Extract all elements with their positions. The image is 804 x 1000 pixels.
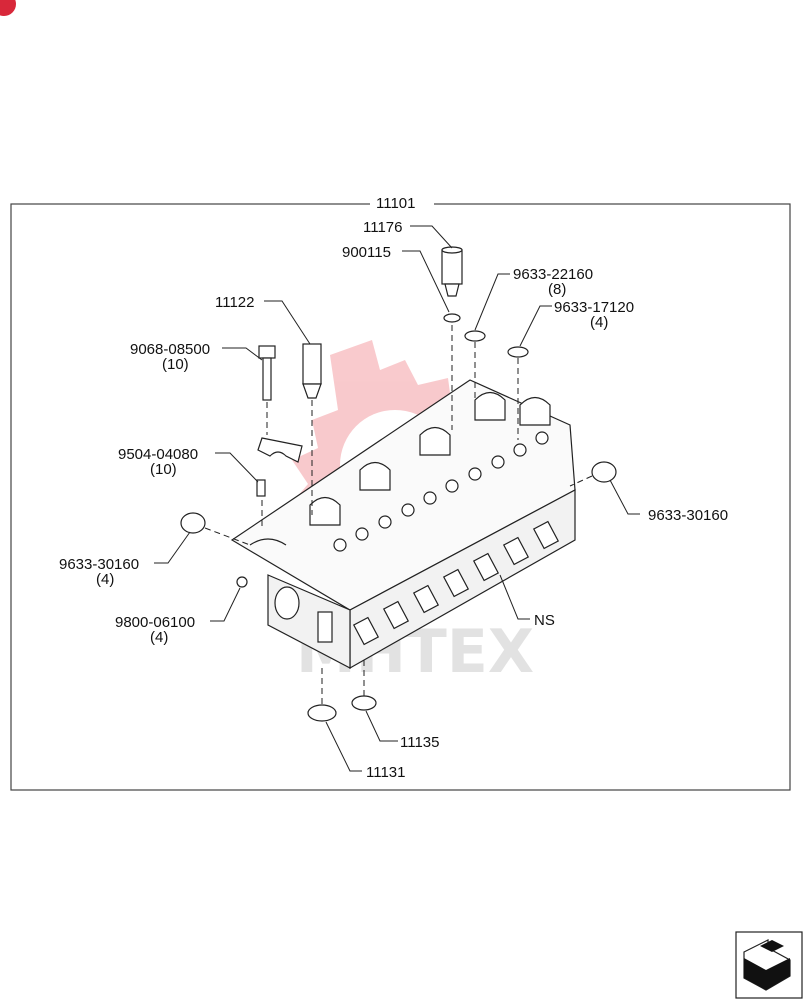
part-bolt — [258, 345, 276, 401]
part-plug-left — [180, 512, 206, 534]
part-ball — [236, 576, 248, 588]
callout-ns: NS — [534, 612, 555, 629]
part-qty-label: (10) — [162, 356, 189, 373]
next-page-arrow-icon[interactable] — [735, 931, 803, 999]
part-number-label: 9633-30160 — [648, 507, 728, 524]
part-qty-label: (10) — [150, 461, 177, 478]
callout-9068-08500: 9068-08500 (10) — [130, 341, 210, 373]
frame-label: 11101 — [376, 195, 416, 212]
part-plug-right — [591, 461, 617, 483]
part-number-label: 9633-22160 — [513, 266, 593, 283]
callout-11176: 11176 — [363, 219, 403, 236]
part-number-label: 11135 — [400, 734, 440, 751]
part-number-label: NS — [534, 612, 555, 629]
part-number-label: 11131 — [366, 764, 406, 781]
callout-900115: 900115 — [342, 244, 391, 261]
part-bearing-cap — [257, 437, 303, 463]
part-seal-11135 — [351, 695, 377, 711]
alignment-lines — [204, 325, 593, 705]
part-qty-label: (8) — [548, 281, 566, 298]
part-qty-label: (4) — [590, 314, 608, 331]
callout-11135: 11135 — [400, 734, 440, 751]
part-number-label: 11122 — [215, 294, 255, 311]
part-qty-label: (4) — [150, 629, 168, 646]
part-dowel-pin — [256, 479, 266, 497]
cylinder-head — [230, 379, 576, 670]
leader-lines — [154, 225, 640, 772]
part-seal-22160 — [464, 330, 486, 342]
callout-11122: 11122 — [215, 294, 255, 311]
callout-9504-04080: 9504-04080 (10) — [118, 446, 198, 478]
part-number-label: 9800-06100 — [115, 614, 195, 631]
callout-9800-06100: 9800-06100 (4) — [115, 614, 195, 646]
callout-9633-30160-right: 9633-30160 — [648, 507, 728, 524]
part-qty-label: (4) — [96, 571, 114, 588]
callout-9633-22160: 9633-22160 (8) — [513, 266, 593, 298]
part-injector-sleeve — [302, 343, 322, 399]
part-seal-17120 — [507, 346, 529, 358]
part-o-ring — [443, 313, 461, 323]
corner-badge — [0, 0, 16, 16]
part-number-label: 11176 — [363, 219, 403, 236]
part-nozzle-sleeve — [441, 246, 463, 297]
part-number-label: 9068-08500 — [130, 341, 210, 358]
part-number-label: 9633-30160 — [59, 556, 139, 573]
part-seal-11131 — [307, 704, 337, 722]
callout-9633-17120: 9633-17120 (4) — [554, 299, 634, 331]
part-number-label: 9504-04080 — [118, 446, 198, 463]
callout-11131: 11131 — [366, 764, 406, 781]
callout-9633-30160-left: 9633-30160 (4) — [59, 556, 139, 588]
part-number-label: 9633-17120 — [554, 299, 634, 316]
part-number-label: 900115 — [342, 244, 391, 261]
